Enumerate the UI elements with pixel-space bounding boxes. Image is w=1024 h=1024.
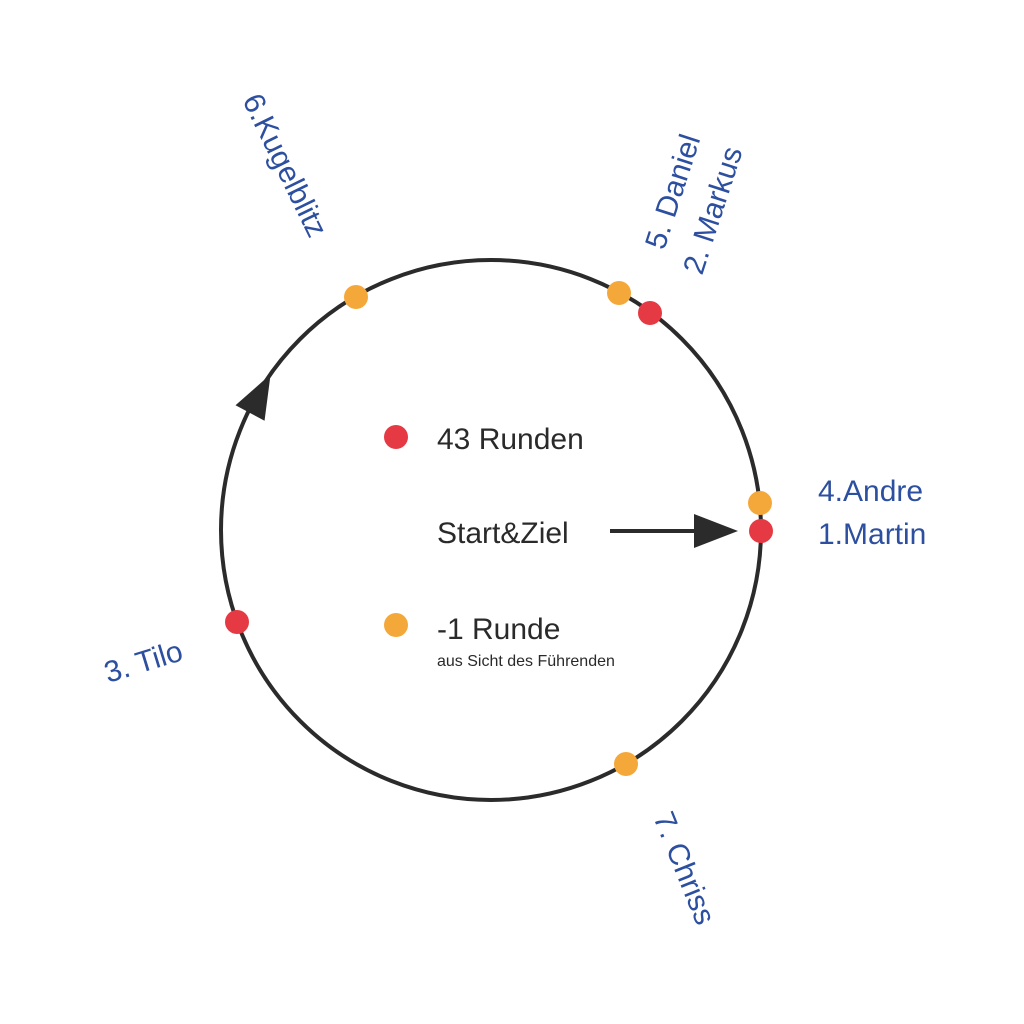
legend-lap-down-sublabel: aus Sicht des Führenden [437,653,615,670]
legend-lead-lap-marker [384,425,408,449]
car-marker-daniel [607,281,631,305]
driver-label-kugelblitz: 6.Kugelblitz [236,89,334,243]
driver-label-martin: 1.Martin [818,518,926,551]
car-marker-chriss [614,752,638,776]
car-marker-kugelblitz [344,285,368,309]
car-marker-markus [638,301,662,325]
car-marker-martin [749,519,773,543]
direction-arrow-icon [235,374,271,421]
start-finish-arrow-icon [694,514,738,548]
driver-label-andre: 4.Andre [818,475,923,508]
driver-label-tilo: 3. Tilo [100,635,186,690]
driver-label-chriss: 7. Chriss [647,807,722,929]
car-marker-tilo [225,610,249,634]
legend-lead-lap-label: 43 Runden [437,423,584,456]
start-finish-label: Start&Ziel [437,517,569,550]
car-marker-andre [748,491,772,515]
legend-lap-down-marker [384,613,408,637]
legend-lap-down-label: -1 Runde [437,613,560,646]
